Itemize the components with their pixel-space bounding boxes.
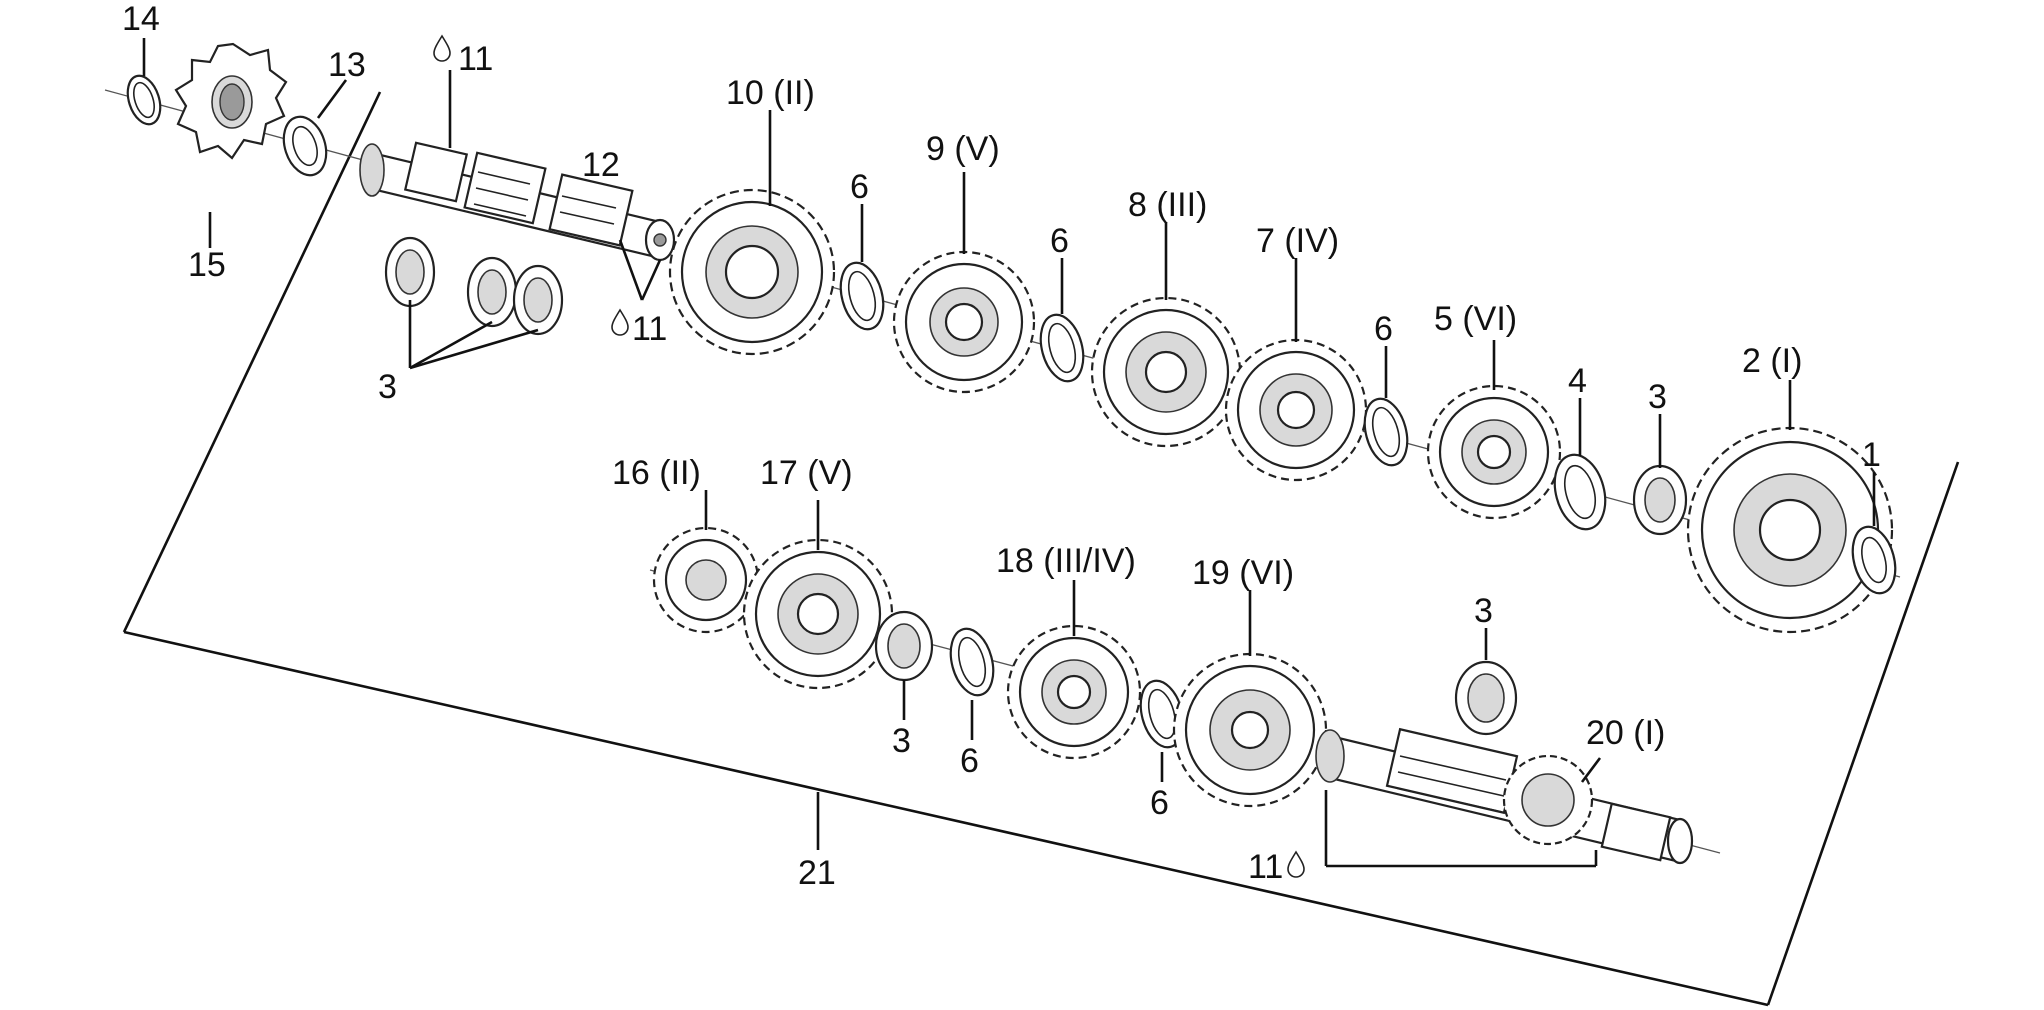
part-5-gear-VI	[1426, 384, 1562, 520]
part-10-gear-II	[668, 188, 836, 356]
part-6-circlip-b	[1039, 313, 1085, 383]
part-6-circlip-a	[839, 261, 885, 331]
label-1: 1	[1862, 436, 1881, 474]
label-6-a: 6	[850, 168, 869, 206]
part-labels: 14 13 11 15 12 11 3 10 (II) 9 (V) 6 6 8 …	[122, 0, 1881, 892]
part-16-gear-II	[652, 526, 760, 634]
leader-lines	[142, 38, 1876, 868]
label-6-b: 6	[1050, 222, 1069, 260]
part-3-needle-bearing-float	[1454, 660, 1518, 736]
label-3-right: 3	[1648, 378, 1667, 416]
label-12: 12	[582, 146, 620, 184]
label-8: 8 (III)	[1128, 186, 1207, 224]
part-8-gear-III	[1090, 296, 1242, 448]
oil-drop-icon	[1287, 850, 1305, 878]
part-19-gear-VI	[1172, 652, 1328, 808]
label-17: 17 (V)	[760, 454, 853, 492]
label-6-lower-a: 6	[960, 742, 979, 780]
part-3-needle-bearings-left	[384, 236, 564, 336]
part-18-gear-III-IV	[1006, 624, 1142, 760]
label-4: 4	[1568, 362, 1587, 400]
label-3-lower: 3	[892, 722, 911, 760]
part-3-needle-bearing-right	[1632, 464, 1688, 536]
part-4-washer	[1553, 453, 1607, 531]
part-13-washer	[282, 115, 328, 177]
label-20: 20 (I)	[1586, 714, 1665, 752]
label-9: 9 (V)	[926, 130, 1000, 168]
part-7-gear-IV	[1224, 338, 1368, 482]
part-6-circlip-lower-b	[1139, 679, 1185, 749]
oil-drop-icon	[433, 34, 451, 62]
label-3-left: 3	[378, 368, 397, 406]
label-10: 10 (II)	[726, 74, 815, 112]
label-11-mid: 11	[632, 310, 667, 348]
label-2: 2 (I)	[1742, 342, 1802, 380]
part-9-gear-V	[892, 250, 1036, 394]
oil-drop-icon	[611, 308, 629, 336]
part-6-circlip-c	[1363, 397, 1409, 467]
base-plate	[122, 91, 1960, 1007]
label-5: 5 (VI)	[1434, 300, 1517, 338]
label-21: 21	[798, 854, 836, 892]
label-13: 13	[328, 46, 366, 84]
label-11-top: 11	[458, 40, 493, 78]
part-20-countershaft	[1315, 727, 1694, 865]
part-17-gear-V	[742, 538, 894, 690]
part-12-main-shaft	[359, 141, 676, 262]
part-3-needle-bearing-lower	[874, 610, 934, 682]
label-7: 7 (IV)	[1256, 222, 1339, 260]
label-11-bottom: 11	[1248, 848, 1283, 886]
part-2-gear-I	[1686, 426, 1894, 634]
label-16: 16 (II)	[612, 454, 701, 492]
label-3-float: 3	[1474, 592, 1493, 630]
label-14: 14	[122, 0, 160, 38]
part-15-sprocket	[174, 42, 288, 160]
label-6-c: 6	[1374, 310, 1393, 348]
label-6-lower-b: 6	[1150, 784, 1169, 822]
part-6-circlip-lower-a	[949, 627, 995, 697]
part-14-circlip	[126, 74, 162, 126]
part-1-washer	[1851, 525, 1897, 595]
label-15: 15	[188, 246, 226, 284]
label-19: 19 (VI)	[1192, 554, 1294, 592]
label-18: 18 (III/IV)	[996, 542, 1136, 580]
